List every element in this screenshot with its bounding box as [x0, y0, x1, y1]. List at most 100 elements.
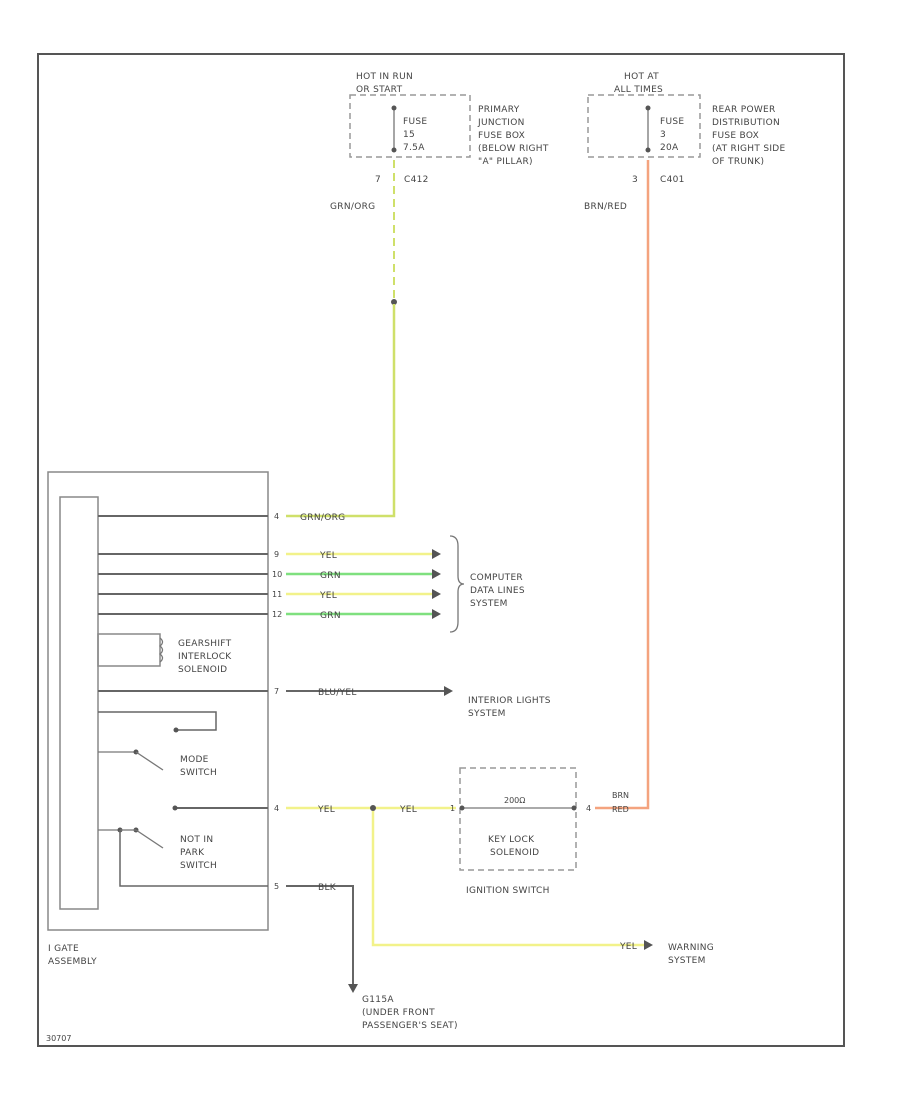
wire-grn-org — [286, 304, 396, 518]
pin-d3: 11 — [272, 590, 282, 599]
mode-switch-label-line2: SWITCH — [180, 768, 217, 778]
wire-label-red: RED — [612, 805, 629, 814]
fuse-3-label-line2: 3 — [660, 130, 666, 140]
mode-switch-feed — [98, 711, 217, 731]
fuse-box-location-line2: JUNCTION — [477, 118, 525, 128]
connector-c401: C401 — [660, 175, 685, 185]
arrow-interior-icon — [444, 686, 453, 696]
interior-lights-label-line2: SYSTEM — [468, 709, 506, 719]
fuse-3-terminal-top — [645, 105, 651, 111]
splice-grn-org — [391, 299, 397, 305]
solenoid-label-line3: SOLENOID — [178, 665, 227, 675]
park-line-internal-end — [172, 805, 178, 811]
mode-switch-label-line1: MODE — [180, 755, 209, 765]
ignition-switch-label: IGNITION SWITCH — [466, 886, 550, 896]
fuse-15-header-line2: OR START — [356, 85, 403, 95]
data-lines-label-line3: SYSTEM — [470, 599, 508, 609]
arrow-ground-icon — [348, 984, 358, 993]
pin-ground: 5 — [274, 882, 279, 891]
ignition-switch-box — [459, 767, 577, 871]
pin-interior: 7 — [274, 687, 279, 696]
ground-label-line2: (UNDER FRONT — [362, 1008, 435, 1018]
fuse-box-primary-junction — [349, 94, 471, 158]
module-outer-box — [47, 471, 269, 931]
rear-box-location-line3: FUSE BOX — [712, 131, 759, 141]
data-lines-brace — [449, 535, 465, 633]
park-switch-ground-path — [119, 830, 268, 887]
fuse-box-location-line4: (BELOW RIGHT — [478, 144, 549, 154]
key-lock-terminal-right — [571, 805, 577, 811]
wire-warning — [371, 811, 644, 947]
key-lock-label-line2: SOLENOID — [490, 848, 539, 858]
fuse-3-label-line3: 20A — [660, 143, 679, 153]
pin-d1: 9 — [274, 550, 279, 559]
diagram-border — [37, 53, 845, 1047]
fuse-15-label-line2: 15 — [403, 130, 415, 140]
module-name-line1: I GATE — [48, 944, 79, 954]
solenoid-coil-icon — [158, 637, 164, 663]
fuse-3-header-line1: HOT AT — [624, 72, 659, 82]
fuse-3-terminal-bottom — [645, 147, 651, 153]
wire-label-grn-org: GRN/ORG — [300, 513, 345, 523]
wire-label-brn-red-top: BRN/RED — [584, 202, 627, 212]
park-switch-blade-icon — [135, 829, 164, 849]
connector-c412-pin: 7 — [375, 175, 381, 185]
pin-d4: 12 — [272, 610, 282, 619]
fuse-15-label-line1: FUSE — [403, 117, 427, 127]
fuse-15-terminal-top — [391, 105, 397, 111]
fuse-3-header-line2: ALL TIMES — [614, 85, 663, 95]
rear-box-location-line2: DISTRIBUTION — [712, 118, 780, 128]
fuse-box-location-line3: FUSE BOX — [478, 131, 525, 141]
data-lines-label-line2: DATA LINES — [470, 586, 525, 596]
rear-box-location-line5: OF TRUNK) — [712, 157, 764, 167]
fuse-15-group: HOT IN RUN OR START FUSE 15 7.5A PRIMARY… — [330, 72, 549, 212]
splice-yellow — [370, 805, 376, 811]
wire-label-park-yel: YEL — [317, 805, 335, 815]
wire-label-park-yel-2: YEL — [399, 805, 417, 815]
arrow-data-1-icon — [432, 549, 441, 559]
fuse-3-label-line1: FUSE — [660, 117, 684, 127]
wire-label-grn-org-top: GRN/ORG — [330, 202, 375, 212]
fuse-15-terminal-bottom — [391, 147, 397, 153]
mode-switch-blade-icon — [135, 751, 164, 771]
key-lock-terminal-left — [459, 805, 465, 811]
solenoid-label-line1: GEARSHIFT — [178, 639, 232, 649]
pin-power: 4 — [274, 512, 279, 521]
rear-box-location-line4: (AT RIGHT SIDE — [712, 144, 786, 154]
solenoid-label-line2: INTERLOCK — [178, 652, 232, 662]
wire-label-data-1: YEL — [319, 551, 337, 561]
fuse-box-location-line5: "A" PILLAR) — [478, 157, 533, 167]
fuse-3-group: HOT AT ALL TIMES FUSE 3 20A REAR POWER D… — [584, 72, 786, 212]
module-name-line2: ASSEMBLY — [48, 957, 97, 967]
connector-c412: C412 — [404, 175, 429, 185]
wire-label-data-3: YEL — [319, 591, 337, 601]
arrow-warning-icon — [644, 940, 653, 950]
warning-label-line2: SYSTEM — [668, 956, 706, 966]
wire-ground — [286, 885, 354, 984]
ground-label-line3: PASSENGER'S SEAT) — [362, 1021, 458, 1031]
rear-box-location-line1: REAR POWER — [712, 105, 776, 115]
ignition-pin-right: 4 — [586, 804, 591, 813]
ignition-pin-left: 1 — [450, 804, 455, 813]
wire-label-blu-yel: BLU/YEL — [318, 688, 357, 698]
gearshift-interlock-solenoid — [97, 633, 161, 667]
data-lines-label-line1: COMPUTER — [470, 573, 523, 583]
wire-brn-red — [595, 160, 650, 810]
wire-label-blk: BLK — [318, 883, 337, 893]
mode-switch-feed-end — [173, 727, 179, 733]
diagram-code: 30707 — [46, 1034, 71, 1043]
pin-park: 4 — [274, 804, 279, 813]
fuse-box-location-line1: PRIMARY — [478, 105, 520, 115]
fuse-15-header-line1: HOT IN RUN — [356, 72, 413, 82]
arrow-data-3-icon — [432, 589, 441, 599]
pin-d2: 10 — [272, 570, 282, 579]
warning-label-line1: WARNING — [668, 943, 714, 953]
arrow-data-2-icon — [432, 569, 441, 579]
module-inner-bar — [59, 496, 99, 910]
arrow-data-4-icon — [432, 609, 441, 619]
ground-label-line1: G115A — [362, 995, 394, 1005]
key-lock-resistor-label: 200Ω — [504, 796, 525, 805]
connector-c401-pin: 3 — [632, 175, 638, 185]
wire-label-brn: BRN — [612, 791, 629, 800]
